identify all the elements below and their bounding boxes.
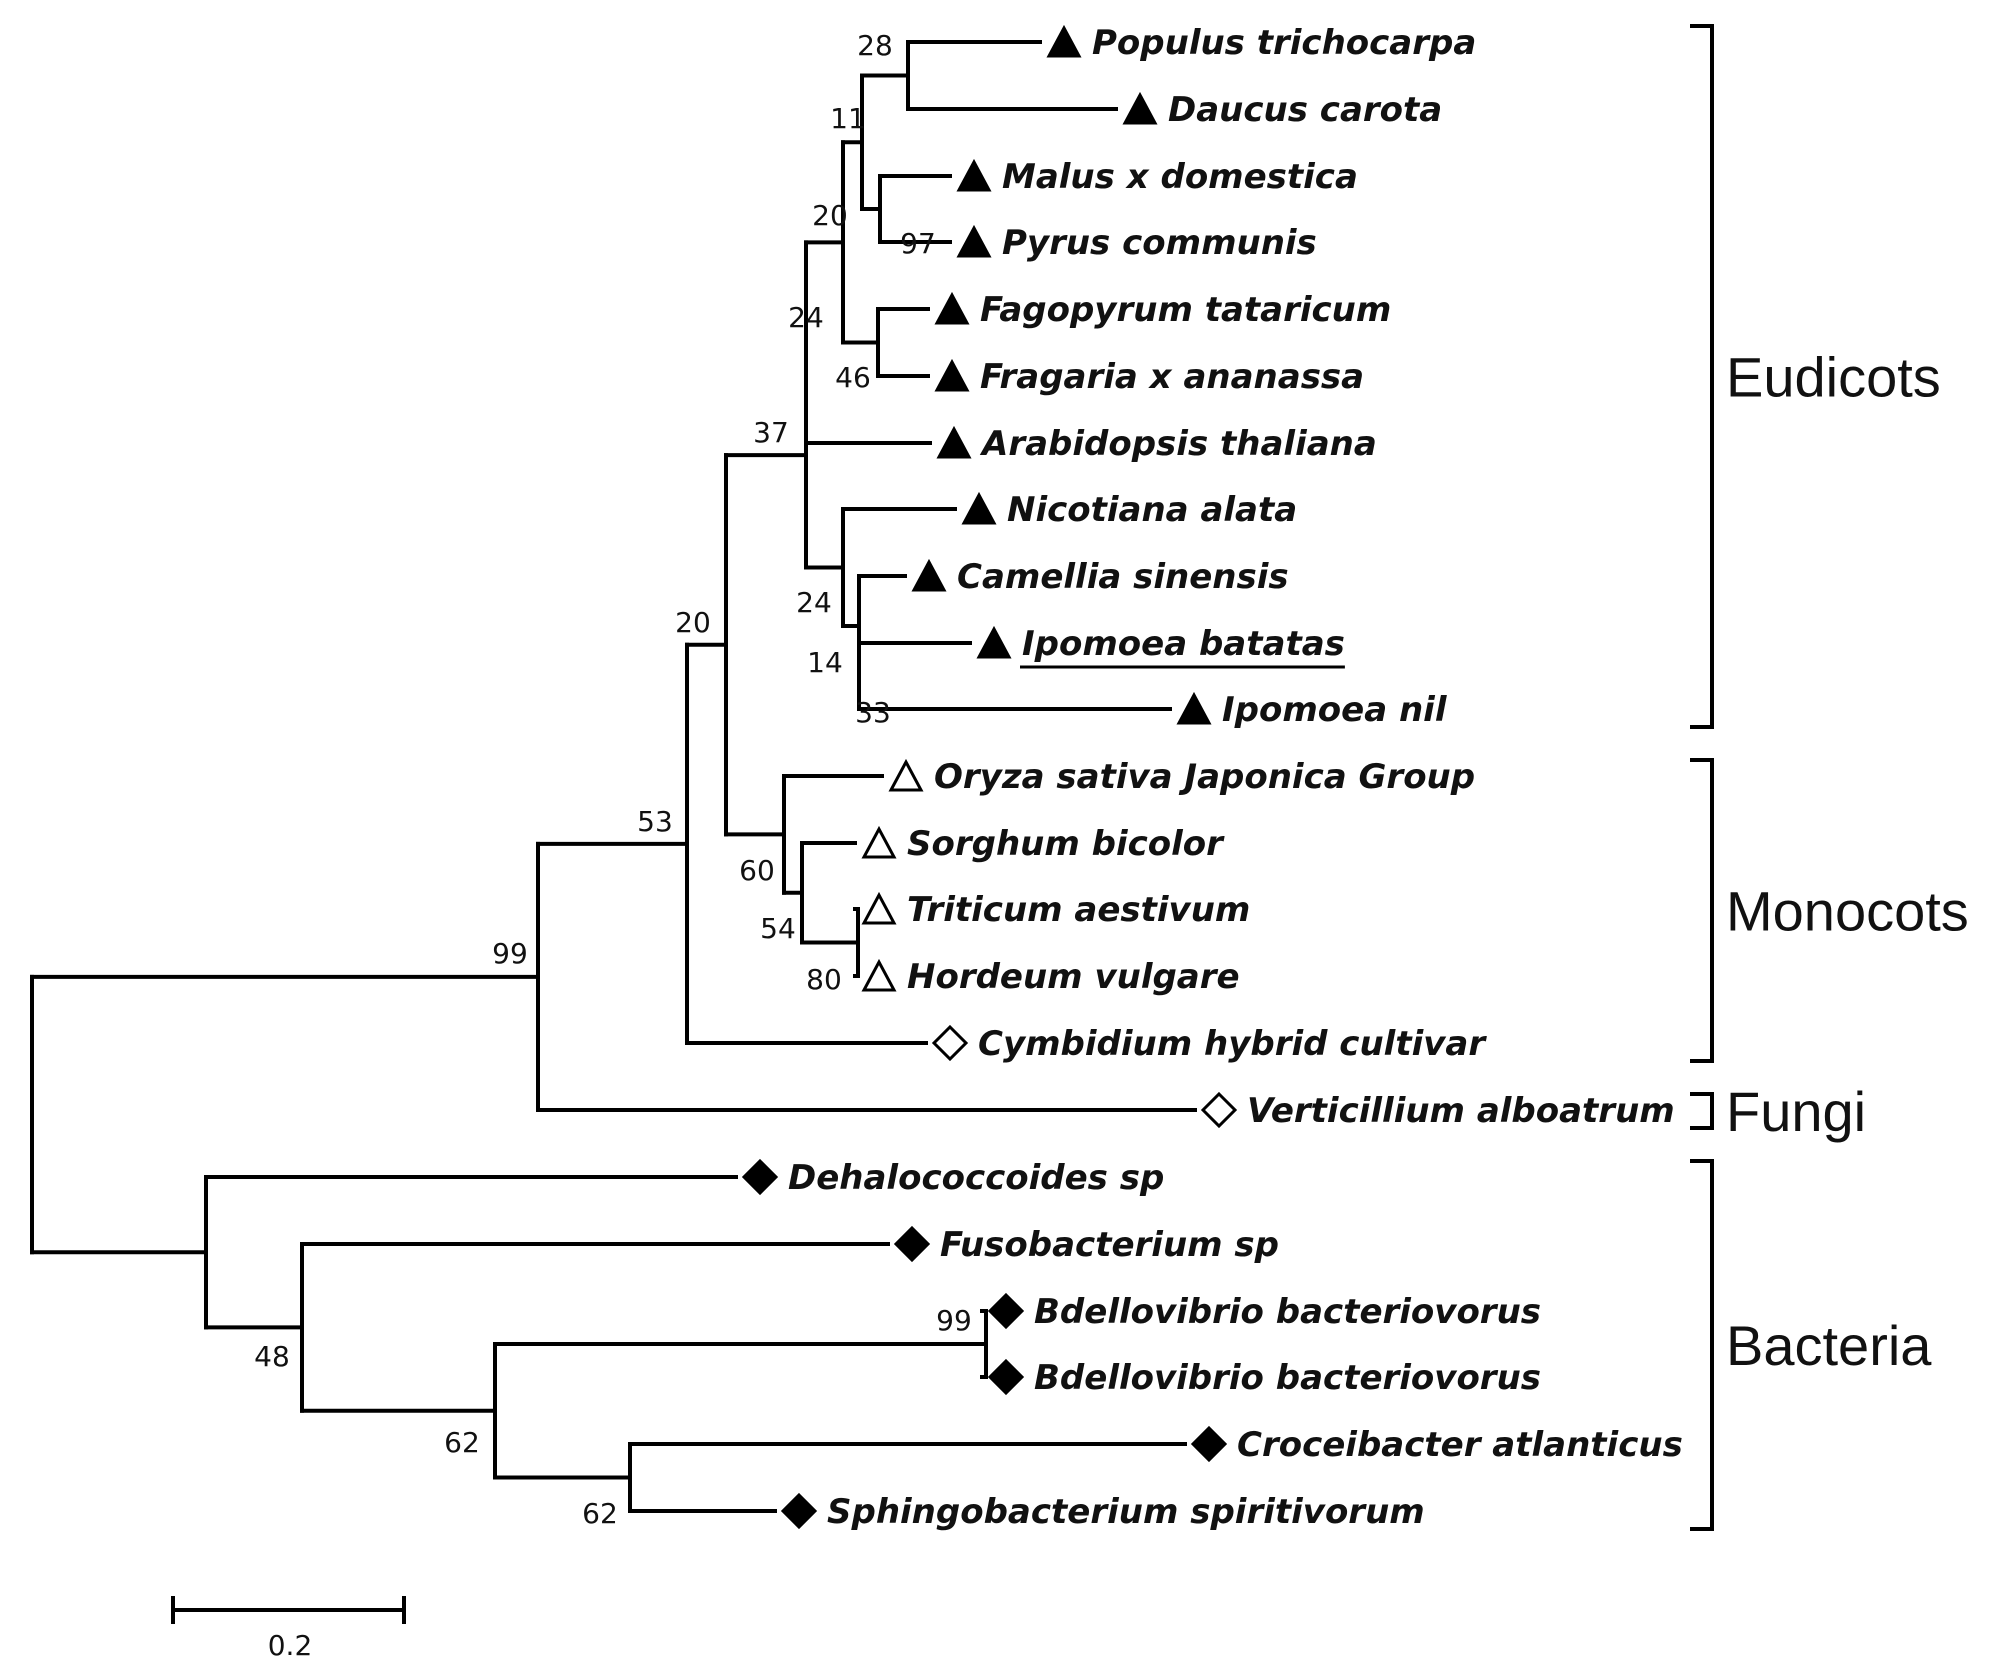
bootstrap-value: 20 [675,606,711,639]
bootstrap-value: 33 [855,696,891,729]
taxon-label: Ipomoea nil [1222,690,1448,730]
taxon-label: Croceibacter atlanticus [1237,1425,1683,1465]
filled-triangle-marker [1176,691,1212,725]
bootstrap-value: 46 [835,361,871,394]
taxon-label: Daucus carota [1168,90,1442,130]
taxon-label: Dehalococcoides sp [788,1158,1164,1198]
taxon-label: Nicotiana alata [1007,490,1297,530]
taxon-label: Bdellovibrio bacteriovorus [1034,1358,1541,1398]
open-triangle-marker [861,891,897,925]
filled-diamond-marker [741,1158,779,1196]
filled-triangle-marker [961,491,997,525]
bootstrap-value: 60 [739,854,775,887]
filled-triangle-marker [936,425,972,459]
open-diamond-marker [931,1024,969,1062]
filled-triangle-marker [956,158,992,192]
bootstrap-value: 24 [788,301,824,334]
filled-diamond-marker [780,1492,818,1530]
bootstrap-value: 48 [254,1340,290,1373]
group-label: Bacteria [1726,1314,1932,1377]
taxon-label: Sphingobacterium spiritivorum [827,1492,1425,1532]
taxon-label: Malus x domestica [1002,157,1358,197]
filled-triangle-marker [934,291,970,325]
group-bracket [1690,758,1714,1063]
taxon-markers [741,24,1238,1530]
open-triangle-marker [888,758,924,792]
bootstrap-value: 99 [492,937,528,970]
bootstrap-value: 11 [830,102,866,135]
group-bracket [1690,1092,1714,1130]
filled-diamond-marker [1190,1425,1228,1463]
tree-branches [30,40,1197,1513]
bootstrap-value: 80 [806,963,842,996]
scale-bar-label: 0.2 [268,1629,313,1662]
group-label: Eudicots [1726,346,1941,409]
bootstrap-value: 97 [900,227,936,260]
open-triangle-marker [861,825,897,859]
filled-triangle-marker [956,224,992,258]
open-triangle-marker [861,958,897,992]
filled-triangle-marker [934,358,970,392]
bootstrap-value: 53 [637,805,673,838]
bootstrap-value: 62 [444,1426,480,1459]
taxon-label: Hordeum vulgare [907,957,1240,997]
bootstrap-value: 54 [760,912,796,945]
taxon-label: Sorghum bicolor [907,824,1225,864]
bootstrap-value: 37 [753,416,789,449]
bootstrap-value: 14 [807,646,843,679]
taxon-label: Camellia sinensis [957,557,1289,597]
taxon-label: Populus trichocarpa [1092,23,1476,63]
taxon-label: Verticillium alboatrum [1247,1091,1675,1131]
group-label: Fungi [1726,1080,1866,1143]
bootstrap-value: 20 [812,199,848,232]
scale-bar: 0.2 [171,1596,406,1662]
taxon-label: Fragaria x ananassa [980,357,1364,397]
filled-diamond-marker [893,1225,931,1263]
filled-triangle-marker [976,625,1012,659]
taxon-label: Arabidopsis thaliana [979,424,1377,464]
open-diamond-marker [1200,1091,1238,1129]
group-bracket [1690,24,1714,729]
bootstrap-value: 62 [582,1497,618,1530]
filled-diamond-marker [987,1358,1025,1396]
bootstrap-value: 28 [857,29,893,62]
bootstrap-value: 24 [796,586,832,619]
taxon-label: Pyrus communis [1002,223,1317,263]
filled-triangle-marker [1046,24,1082,58]
taxon-label: Oryza sativa Japonica Group [934,757,1475,797]
group-bracket [1690,1159,1714,1531]
filled-diamond-marker [987,1292,1025,1330]
taxon-label: Bdellovibrio bacteriovorus [1034,1292,1541,1332]
bootstrap-value: 99 [936,1304,972,1337]
group-label: Monocots [1726,880,1969,943]
taxon-label: Fagopyrum tataricum [980,290,1391,330]
taxon-label: Cymbidium hybrid cultivar [978,1024,1487,1064]
taxon-label: Ipomoea batatas [1022,624,1345,664]
filled-triangle-marker [911,558,947,592]
taxon-label: Fusobacterium sp [940,1225,1279,1265]
taxon-label: Triticum aestivum [907,890,1250,930]
bootstrap-values: 28 11 97 20 46 24 37 24 14 33 20 53 60 54 80 99 99 48 62 62 [254,29,972,1530]
filled-triangle-marker [1122,91,1158,125]
